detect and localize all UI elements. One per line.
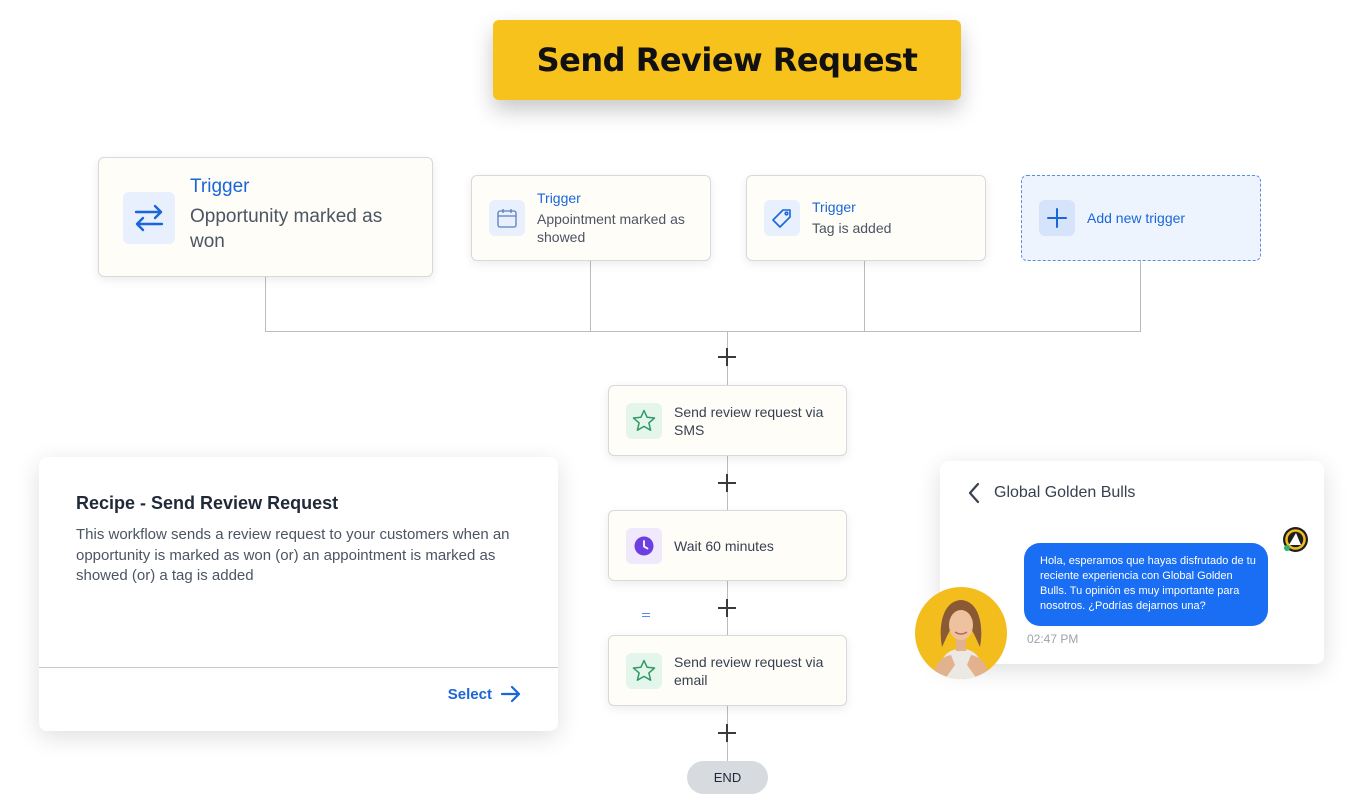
tag-icon [764,200,800,236]
select-label: Select [447,685,492,703]
brand-logo-icon [1283,527,1308,552]
divider [39,667,558,668]
star-icon [626,402,662,439]
trigger-card-appointment-showed[interactable]: Trigger Appointment marked as showed [471,175,711,261]
arrow-right-icon [500,685,521,703]
recipe-panel: Recipe - Send Review Request This workfl… [39,457,558,731]
avatar [915,587,1007,679]
chevron-left-icon[interactable] [966,481,982,505]
add-step-plus-icon[interactable] [717,473,737,493]
message-bubble: Hola, esperamos que hayas disfrutado de … [1024,543,1268,626]
workflow-title: Send Review Request [536,41,918,79]
trigger-card-opportunity-won[interactable]: Trigger Opportunity marked as won [98,157,433,277]
add-step-plus-icon[interactable] [717,723,737,743]
select-button[interactable]: Select [448,685,522,703]
action-label: Wait 60 minutes [674,537,774,554]
trigger-subtitle: Appointment marked as showed [537,211,685,245]
clock-icon [626,527,662,564]
add-step-plus-icon[interactable] [717,347,737,367]
trigger-title: Trigger [190,176,250,197]
trigger-subtitle: Tag is added [812,220,892,236]
action-card-wait[interactable]: Wait 60 minutes [608,510,847,581]
star-icon [626,652,662,689]
add-step-plus-icon[interactable] [717,598,737,618]
action-card-sms[interactable]: Send review request via SMS [608,385,847,456]
connector-line [265,277,266,332]
trigger-subtitle: Opportunity marked as won [190,206,383,252]
trigger-title: Trigger [812,199,856,215]
arrows-swap-icon [123,192,175,244]
connector-line [590,261,591,332]
add-new-trigger-label: Add new trigger [1087,210,1186,226]
connector-line [864,261,865,332]
recipe-title: Recipe - Send Review Request [76,493,339,513]
plus-icon [1039,200,1075,236]
action-label: Send review request via SMS [674,403,824,438]
connector-line [265,331,1141,332]
equals-icon [642,613,650,617]
action-label: Send review request via email [674,653,824,688]
calendar-icon [489,200,525,236]
trigger-card-tag-added[interactable]: Trigger Tag is added [746,175,986,261]
recipe-description: This workflow sends a review request to … [76,526,510,584]
workflow-title-banner: Send Review Request [493,20,961,100]
add-new-trigger-button[interactable]: Add new trigger [1021,175,1261,261]
message-time: 02:47 PM [1027,632,1079,646]
action-card-email[interactable]: Send review request via email [608,635,847,706]
chat-contact-name: Global Golden Bulls [994,484,1136,501]
trigger-title: Trigger [537,190,581,206]
end-node: END [687,761,768,794]
connector-line [1140,261,1141,332]
